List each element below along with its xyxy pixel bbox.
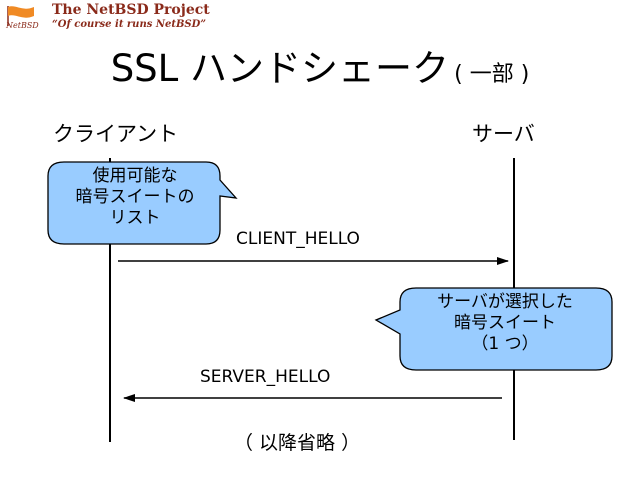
server-note-line: サーバが選択した: [437, 292, 573, 312]
logo-text: NetBSD: [5, 21, 39, 30]
slide-title-suffix: ( 一部 ): [454, 62, 530, 87]
netbsd-flag-logo: NetBSD: [5, 6, 39, 30]
client-note-line: 暗号スイートの: [75, 187, 195, 207]
client-note-callout: [47, 161, 238, 245]
client-note-line: 使用可能な: [92, 166, 178, 186]
client-note-line: リスト: [109, 208, 161, 228]
actor-client-label: クライアント: [53, 122, 179, 146]
slide-title-main: SSL ハンドシェーク: [110, 47, 450, 90]
server-hello-label: SERVER_HELLO: [200, 367, 331, 387]
project-name: The NetBSD Project: [52, 2, 210, 18]
omitted-note: （ 以降省略 ）: [234, 432, 361, 454]
client-note-text: 使用可能な 暗号スイートの リスト: [46, 166, 224, 229]
server-note-callout: [374, 287, 613, 371]
project-tagline: “Of course it runs NetBSD”: [52, 19, 207, 30]
server-note-text: サーバが選択した 暗号スイート （1 つ）: [398, 292, 612, 355]
slide-title: SSL ハンドシェーク ( 一部 ): [0, 38, 640, 92]
server-note-line: （1 つ）: [471, 334, 539, 354]
server-note-line: 暗号スイート: [454, 313, 556, 333]
client-hello-label: CLIENT_HELLO: [236, 229, 360, 249]
actor-server-label: サーバ: [472, 122, 535, 146]
